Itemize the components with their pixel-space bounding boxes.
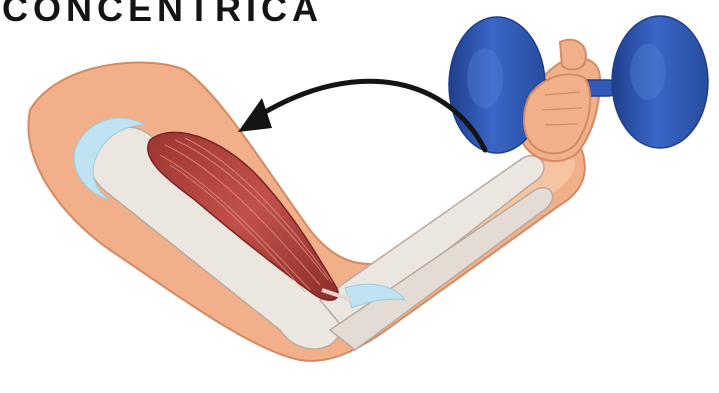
curved-arrow-icon	[238, 81, 485, 150]
thumb	[560, 40, 586, 70]
